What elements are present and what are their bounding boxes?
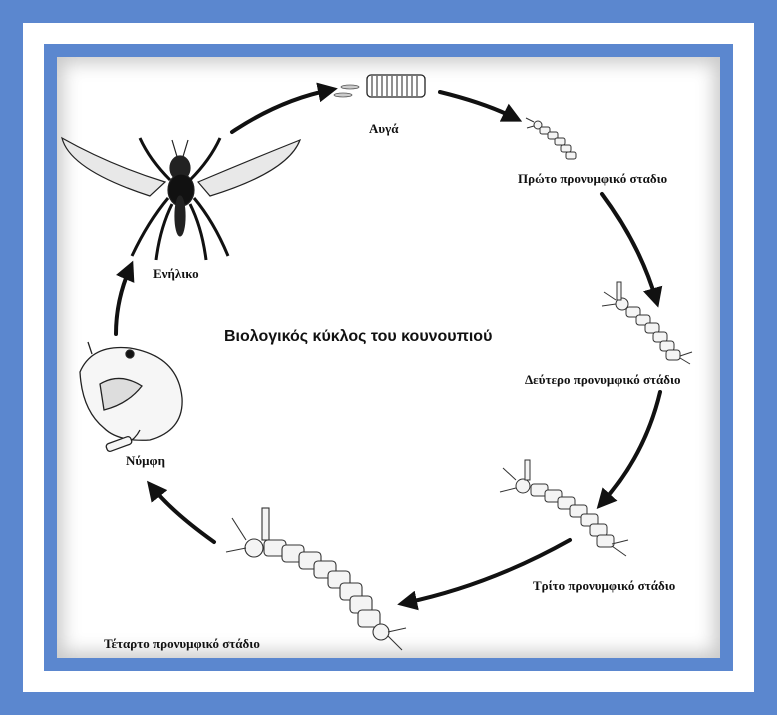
stage-label-larva3: Τρίτο προνυμφικό στάδιο [533,578,675,594]
pupa-icon [80,342,182,452]
stage-label-eggs: Αυγά [369,121,398,137]
larva4-icon [226,508,406,650]
stage-label-larva4: Τέταρτο προνυμφικό στάδιο [104,636,260,652]
arrow-larva2-to-larva3 [602,392,660,503]
stage-label-adult: Ενήλικο [153,266,199,282]
arrow-larva1-to-larva2 [602,194,656,300]
stage-label-larva1: Πρώτο προνυμφικό σταδιο [518,171,667,187]
diagram-title: Βιολογικός κύκλος του κουνουπιού [224,328,492,346]
larva2-icon [602,282,692,364]
adult-mosquito-icon [62,138,300,260]
arrow-pupa-to-adult [116,268,130,334]
arrow-larva4-to-pupa [152,487,214,542]
stage-label-larva2: Δεύτερο προνυμφικό στάδιο [525,372,681,388]
stage-label-pupa: Νύμφη [126,453,165,469]
egg-raft-icon [334,75,425,97]
arrow-adult-to-eggs [232,90,330,132]
larva1-icon [526,118,576,159]
arrow-eggs-to-larva1 [440,92,515,118]
